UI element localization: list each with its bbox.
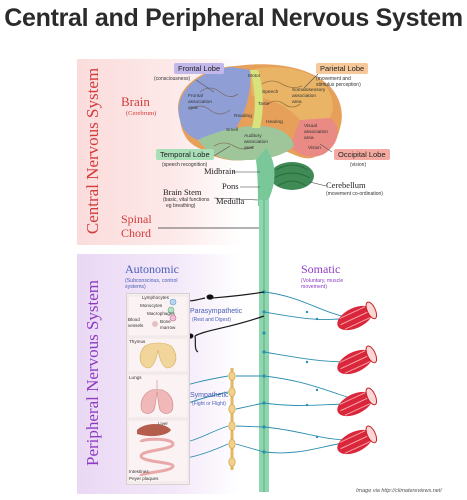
organ-panel [126, 293, 190, 485]
pons-label: Pons [222, 181, 239, 191]
frontal-lobe-desc: (consciousness) [154, 76, 191, 82]
brain-stem-label: Brain Stem [163, 187, 202, 197]
parasympathetic-title: Parasympathetic [190, 308, 243, 315]
autonomic-desc-2: systems) [125, 284, 146, 290]
region-reading: Reading [234, 114, 252, 119]
region-vision: Vision [308, 146, 321, 151]
organ-macrophages: Macrophages [147, 311, 175, 316]
occipital-lobe-desc: (vision) [350, 162, 367, 168]
region-frontal-association: Frontal association area [188, 94, 212, 111]
brain-label: Brain [121, 94, 150, 109]
brain-stem-shape [256, 148, 275, 206]
region-taste: Taste [258, 102, 270, 107]
motor-strip-shape [250, 70, 263, 128]
organ-bone: Bone [160, 319, 171, 324]
parietal-lobe-shape [250, 67, 333, 120]
organ-monocytes: Monocytes [140, 303, 163, 308]
organ-liver: Liver [158, 421, 168, 426]
organ-thymus: Thymus [129, 339, 146, 344]
medulla-label: Medulla [216, 196, 245, 206]
cerebellum-shape [270, 162, 314, 190]
brain-stem-desc-1: (basic, vital functions [163, 197, 210, 203]
midbrain-label: Midbrain [204, 166, 236, 176]
region-auditory: Auditory association area [244, 134, 268, 151]
organ-vessels: vessels [128, 323, 144, 328]
organ-peyer-plaques: Peyer plaques [129, 476, 159, 481]
frontal-lobe-tag: Frontal Lobe [174, 63, 225, 74]
occipital-lobe-tag: Occipital Lobe [334, 149, 390, 160]
organ-blood: Blood [128, 317, 140, 322]
parietal-lobe-desc-1: (movement and [316, 76, 351, 82]
brain-stem-desc-2: eg breathing) [166, 203, 196, 209]
muscle-icons [337, 301, 378, 455]
page-title: Central and Peripheral Nervous System [4, 4, 463, 32]
autonomic-desc-1: (Subconscious, control [125, 278, 178, 284]
organ-lungs: Lungs [129, 375, 142, 380]
parietal-lobe-desc-2: stimulus perception) [316, 82, 361, 88]
somatic-desc-2: movement) [301, 284, 327, 290]
temporal-lobe-desc: (speech recognition) [162, 162, 208, 168]
region-smell: Smell [226, 128, 238, 133]
somatic-title: Somatic [301, 262, 341, 276]
temporal-lobe-tag: Temporal Lobe [156, 149, 214, 160]
region-motor: Motor [248, 74, 261, 79]
frontal-lobe-shape [178, 67, 251, 142]
organ-lymphocytes: Lymphocytes [142, 295, 169, 300]
autonomic-title: Autonomic [125, 262, 179, 276]
region-somatosensory: Somatosensory association area [292, 88, 326, 105]
somatic-desc-1: (Voluntary, muscle [301, 278, 344, 284]
spinal-label-1: Spinal [121, 212, 152, 226]
occipital-lobe-shape [290, 118, 338, 157]
spinal-label-2: Chord [121, 226, 151, 240]
brain-sublabel: (Cerebrum) [126, 110, 157, 117]
organ-drawings [127, 295, 189, 483]
region-visual-association: Visual association area [304, 124, 328, 141]
organ-intestines: Intestines [129, 469, 149, 474]
parasympathetic-desc: (Rest and Digest) [192, 317, 231, 323]
cerebellum-desc: (movement co-ordination) [326, 191, 383, 197]
cerebellum-label: Cerebellum [326, 180, 366, 190]
sympathetic-title: Sympathetic [190, 392, 229, 399]
region-hearing: Hearing [266, 120, 283, 125]
image-credit: Image via http://climatereviews.net/ [356, 488, 442, 494]
region-speech: Speech [262, 90, 279, 95]
organ-marrow: marrow [160, 325, 176, 330]
sympathetic-desc: (Fight or Flight) [192, 401, 226, 407]
parietal-lobe-tag: Parietal Lobe [316, 63, 369, 74]
temporal-lobe-shape [198, 126, 294, 161]
